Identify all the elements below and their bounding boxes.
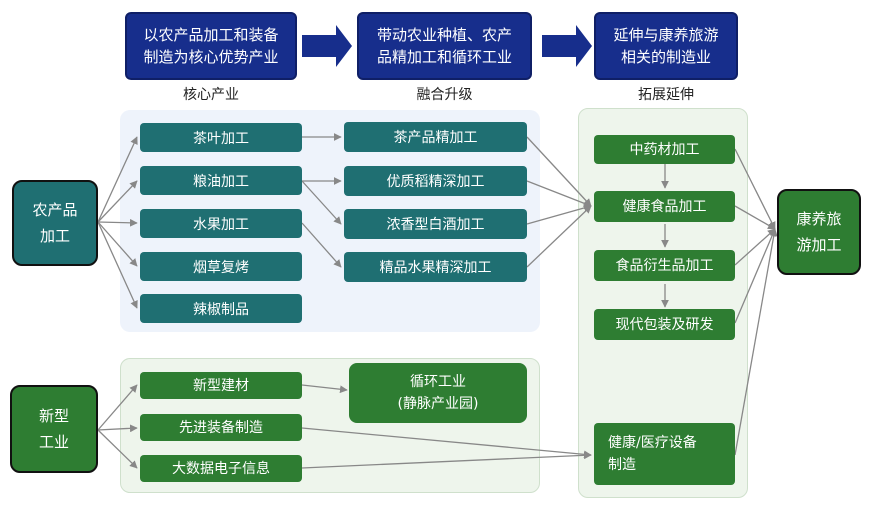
stage-extension-box: 延伸与康养旅游 相关的制造业 <box>594 12 738 80</box>
extension-item: 食品衍生品加工 <box>594 250 735 281</box>
extension-item: 健康食品加工 <box>594 191 735 222</box>
agri-core-item: 烟草复烤 <box>140 252 302 281</box>
agri-upgrade-item: 优质稻精深加工 <box>344 166 527 196</box>
caption-upgrade: 融合升级 <box>416 87 473 103</box>
circular-industry-box: 循环工业 (静脉产业园) <box>349 363 527 423</box>
source-agri-processing: 农产品 加工 <box>12 180 98 266</box>
agri-core-item: 水果加工 <box>140 209 302 238</box>
agri-core-item: 辣椒制品 <box>140 294 302 323</box>
stage-upgrade-box: 带动农业种植、农产 品精加工和循环工业 <box>357 12 532 80</box>
health-equipment-box: 健康/医疗设备 制造 <box>594 423 735 485</box>
extension-item: 现代包装及研发 <box>594 309 735 340</box>
agri-upgrade-item: 精品水果精深加工 <box>344 252 527 282</box>
agri-upgrade-item: 茶产品精加工 <box>344 122 527 152</box>
flow-arrow-1 <box>302 25 352 67</box>
flow-arrow-2 <box>542 25 592 67</box>
caption-extension: 拓展延伸 <box>638 87 694 103</box>
extension-item: 中药材加工 <box>594 135 735 164</box>
agri-upgrade-item: 浓香型白酒加工 <box>344 209 527 239</box>
caption-core: 核心产业 <box>183 87 239 103</box>
stage-core-box: 以农产品加工和装备 制造为核心优势产业 <box>125 12 297 80</box>
destination-wellness-tourism: 康养旅 游加工 <box>777 189 861 275</box>
industry-core-item: 新型建材 <box>140 372 302 399</box>
industry-core-item: 先进装备制造 <box>140 414 302 441</box>
agri-core-item: 茶叶加工 <box>140 123 302 152</box>
source-new-industry: 新型 工业 <box>10 385 98 473</box>
agri-core-item: 粮油加工 <box>140 166 302 195</box>
industry-core-item: 大数据电子信息 <box>140 455 302 482</box>
